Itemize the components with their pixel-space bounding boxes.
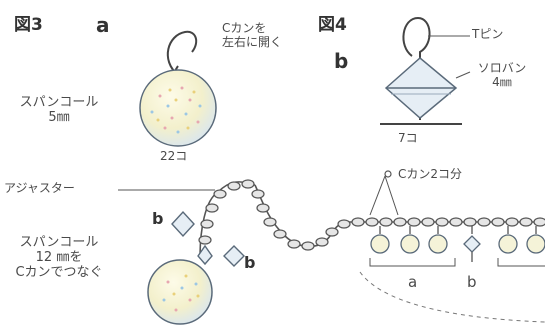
sequin-5mm-line2: 5㎜ bbox=[4, 111, 114, 126]
tpin-label: Tピン bbox=[472, 28, 503, 42]
soroban-label: ソロバン 4㎜ bbox=[472, 62, 532, 90]
count-7: 7コ bbox=[398, 132, 418, 146]
count-22: 22コ bbox=[160, 150, 187, 164]
sequin-12mm-line1: スパンコール bbox=[4, 236, 114, 251]
sequin-12mm-line2: 12 ㎜を bbox=[4, 251, 114, 266]
fig3-letter: a bbox=[96, 14, 110, 37]
sequin-5mm-ball bbox=[140, 32, 216, 146]
c-can-2-leader bbox=[370, 176, 398, 215]
adjuster-label: アジャスター bbox=[4, 182, 75, 196]
soroban-line2: 4㎜ bbox=[472, 76, 532, 90]
label-b-left: b bbox=[152, 210, 163, 228]
soroban-line1: ソロバン bbox=[472, 62, 532, 76]
soroban-leader bbox=[456, 72, 470, 78]
c-can-open-line1: Cカンを bbox=[222, 22, 282, 36]
sequin-5mm-label: スパンコール 5㎜ bbox=[4, 96, 114, 126]
sequin-12mm-ball bbox=[148, 260, 212, 324]
sequin-12mm-line3: Cカンでつなぐ bbox=[4, 266, 114, 281]
fig4-letter: b bbox=[334, 50, 348, 73]
bracket-a bbox=[370, 258, 455, 266]
bracket-a2 bbox=[498, 258, 545, 266]
label-b-bottom: b bbox=[467, 274, 477, 291]
fig3-title: 図3 bbox=[14, 16, 43, 36]
c-can-open-line2: 左右に開く bbox=[222, 36, 282, 50]
hanging-sequins bbox=[371, 226, 545, 262]
label-b-right: b bbox=[244, 254, 255, 272]
sequin-5mm-line1: スパンコール bbox=[4, 96, 114, 111]
label-a-bottom: a bbox=[408, 274, 417, 291]
soroban-bead-pin bbox=[380, 18, 462, 124]
dashed-guide bbox=[360, 272, 545, 322]
c-can-2-label: Cカン2コ分 bbox=[398, 168, 462, 182]
c-can-open-label: Cカンを 左右に開く bbox=[222, 22, 282, 50]
sequin-12mm-label: スパンコール 12 ㎜を Cカンでつなぐ bbox=[4, 236, 114, 281]
fig4-title: 図4 bbox=[318, 16, 347, 36]
